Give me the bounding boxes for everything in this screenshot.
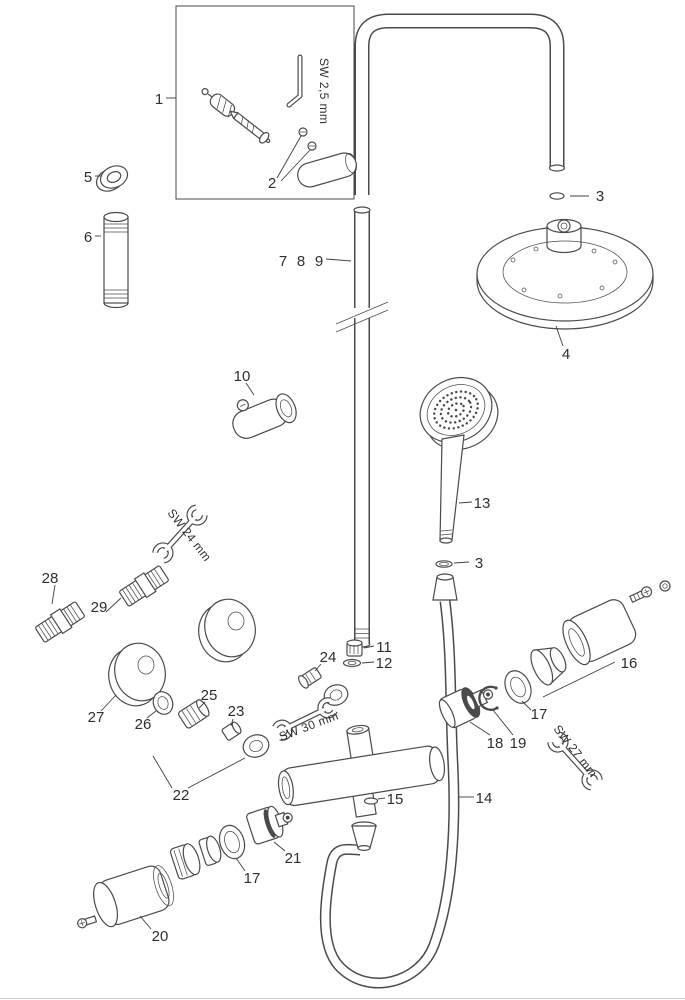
part-label-15: 15 bbox=[387, 791, 404, 808]
ring-part26 bbox=[152, 691, 174, 715]
part-label-23: 23 bbox=[228, 703, 245, 720]
part-label-18: 18 bbox=[487, 735, 504, 752]
cap-right bbox=[659, 580, 671, 592]
part-label-12: 12 bbox=[376, 655, 393, 672]
part-label-28: 28 bbox=[42, 570, 59, 587]
part-label-11: 11 bbox=[376, 639, 392, 656]
part-label-16: 16 bbox=[621, 655, 638, 672]
union-nut bbox=[323, 684, 349, 706]
hand-shower-part13 bbox=[419, 376, 499, 544]
nut-22-group bbox=[242, 734, 270, 758]
valve-bottom-nut bbox=[351, 821, 377, 851]
set-screw-right bbox=[629, 586, 653, 604]
part-label-17-right: 17 bbox=[531, 706, 548, 723]
shower-arm bbox=[354, 13, 566, 195]
part-label-25: 25 bbox=[201, 687, 218, 704]
part-label-13: 13 bbox=[474, 495, 491, 512]
supply-nipple-part28 bbox=[35, 601, 85, 643]
part-label-2: 2 bbox=[268, 175, 276, 192]
cartridge-part21 bbox=[246, 805, 293, 845]
ring-part17-right bbox=[504, 670, 532, 704]
part-label-29: 29 bbox=[91, 599, 108, 616]
part-label-26: 26 bbox=[135, 716, 152, 733]
allen-key-size-label: SW 2,5 mm bbox=[317, 58, 331, 124]
part-label-14: 14 bbox=[476, 790, 493, 807]
ring-part17-left bbox=[218, 824, 246, 860]
handle-part16 bbox=[562, 599, 637, 666]
part-label-10: 10 bbox=[234, 368, 251, 385]
part-label-19: 19 bbox=[510, 735, 527, 752]
allen-key-icon bbox=[286, 54, 303, 108]
part-label-3-handshower: 3 bbox=[475, 555, 483, 572]
adapter-disc-a bbox=[169, 843, 201, 880]
leader-lines bbox=[51, 97, 616, 930]
part-label-4: 4 bbox=[562, 346, 570, 363]
anchor-screw-assembly-part1 bbox=[201, 88, 271, 144]
valve-body bbox=[277, 724, 446, 818]
cone-escutcheon bbox=[530, 647, 567, 686]
part-label-20: 20 bbox=[152, 928, 169, 945]
trim-nut-part5 bbox=[95, 165, 129, 192]
pipe-break-marks bbox=[335, 301, 389, 333]
part-label-9: 9 bbox=[315, 253, 323, 270]
part-label-1: 1 bbox=[155, 91, 163, 108]
adapter-disc-b bbox=[198, 835, 222, 866]
escutcheon-part27-b bbox=[108, 642, 166, 707]
aerator-part23 bbox=[221, 721, 242, 741]
wall-bracket-part2 bbox=[297, 152, 357, 188]
wrench-30-size-label: SW 30 mm bbox=[277, 708, 340, 743]
overhead-shower-part4 bbox=[476, 218, 654, 330]
part-label-6: 6 bbox=[84, 229, 92, 246]
part-label-24: 24 bbox=[320, 649, 337, 666]
part-label-22: 22 bbox=[173, 787, 190, 804]
extension-tube-part6 bbox=[103, 211, 129, 309]
shower-hose-part14 bbox=[319, 600, 460, 989]
escutcheon-part27-a bbox=[198, 598, 256, 663]
part-label-3-arm: 3 bbox=[596, 188, 604, 205]
retainer-clip-part19 bbox=[478, 685, 499, 711]
fitting-part24 bbox=[298, 667, 322, 689]
part-label-8: 8 bbox=[297, 253, 305, 270]
part-label-7: 7 bbox=[279, 253, 287, 270]
bracket-screws-part2 bbox=[298, 127, 317, 151]
part-label-17-left: 17 bbox=[244, 870, 261, 887]
washer-part12 bbox=[342, 658, 362, 668]
valve-o-ring-part15 bbox=[363, 797, 379, 805]
riser-pipe-parts789 bbox=[353, 206, 371, 648]
supply-nipple-part29 bbox=[119, 565, 169, 607]
handle-screw-left bbox=[77, 915, 98, 929]
slider-holder-part10 bbox=[232, 393, 297, 439]
arm-o-ring-part3 bbox=[549, 192, 565, 200]
handle-part20 bbox=[93, 865, 174, 928]
part-label-27: 27 bbox=[88, 709, 105, 726]
part-label-21: 21 bbox=[285, 850, 302, 867]
part-label-5: 5 bbox=[84, 169, 92, 186]
inset-box bbox=[175, 5, 355, 200]
adapter-part25 bbox=[178, 699, 210, 729]
handshower-o-ring-part3 bbox=[435, 560, 453, 568]
check-valve-part11 bbox=[346, 639, 363, 657]
labels-layer: 1 2 3 4 5 6 7 8 9 10 11 12 13 3 14 15 16… bbox=[42, 58, 638, 945]
hose-cone-nut bbox=[432, 573, 458, 601]
